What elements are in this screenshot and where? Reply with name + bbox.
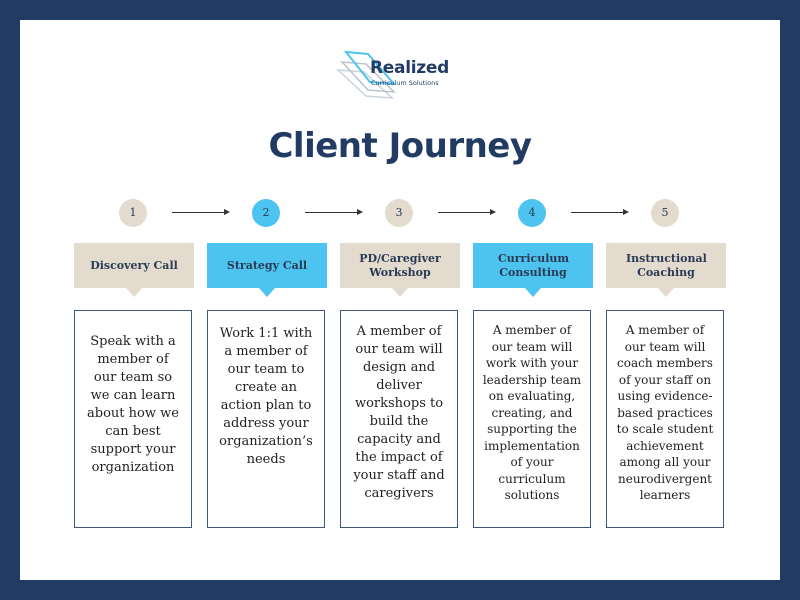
step-5-description: A member of our team will coach members … — [616, 323, 714, 502]
step-3-label-text: PD/Caregiver Workshop — [359, 251, 441, 279]
step-4-pointer — [525, 288, 541, 297]
step-4-description: A member of our team will work with your… — [482, 323, 582, 502]
logo-wordmark: Realized — [370, 58, 449, 78]
arrow-2-to-3 — [305, 209, 363, 215]
logo: Realized Curriculum Solutions — [336, 48, 466, 104]
step-2-number: 2 — [252, 199, 280, 227]
step-2-label-text: Strategy Call — [226, 258, 308, 272]
step-5-label-text: Instructional Coaching — [626, 251, 707, 279]
step-5-label: Instructional Coaching — [606, 243, 726, 297]
step-1-description: Speak with a member of our team so we ca… — [87, 334, 179, 475]
step-1-number: 1 — [119, 199, 147, 227]
step-4-number: 4 — [518, 199, 546, 227]
step-1-pointer — [126, 288, 142, 297]
step-2-label: Strategy Call — [207, 243, 327, 297]
step-4-card: A member of our team will work with your… — [473, 310, 591, 528]
step-2-card: Work 1:1 with a member of our team to cr… — [207, 310, 325, 528]
step-1-card: Speak with a member of our team so we ca… — [74, 310, 192, 528]
arrow-4-to-5 — [571, 209, 629, 215]
step-3-label: PD/Caregiver Workshop — [340, 243, 460, 297]
step-3-number: 3 — [385, 199, 413, 227]
step-3-description: A member of our team will design and del… — [353, 324, 445, 501]
step-3-pointer — [392, 288, 408, 297]
step-4-label-text: Curriculum Consulting — [498, 251, 570, 279]
step-2-description: Work 1:1 with a member of our team to cr… — [219, 326, 313, 467]
step-3-card: A member of our team will design and del… — [340, 310, 458, 528]
step-1-label-text: Discovery Call — [90, 258, 178, 272]
arrow-3-to-4 — [438, 209, 496, 215]
arrow-1-to-2 — [172, 209, 230, 215]
step-2-pointer — [259, 288, 275, 297]
logo-tagline: Curriculum Solutions — [371, 79, 439, 87]
step-5-pointer — [658, 288, 674, 297]
step-1-label: Discovery Call — [74, 243, 194, 297]
step-5-number: 5 — [651, 199, 679, 227]
step-5-card: A member of our team will coach members … — [606, 310, 724, 528]
step-4-label: Curriculum Consulting — [473, 243, 593, 297]
page-title: Client Journey — [268, 126, 532, 166]
book-pages-icon — [336, 50, 396, 99]
